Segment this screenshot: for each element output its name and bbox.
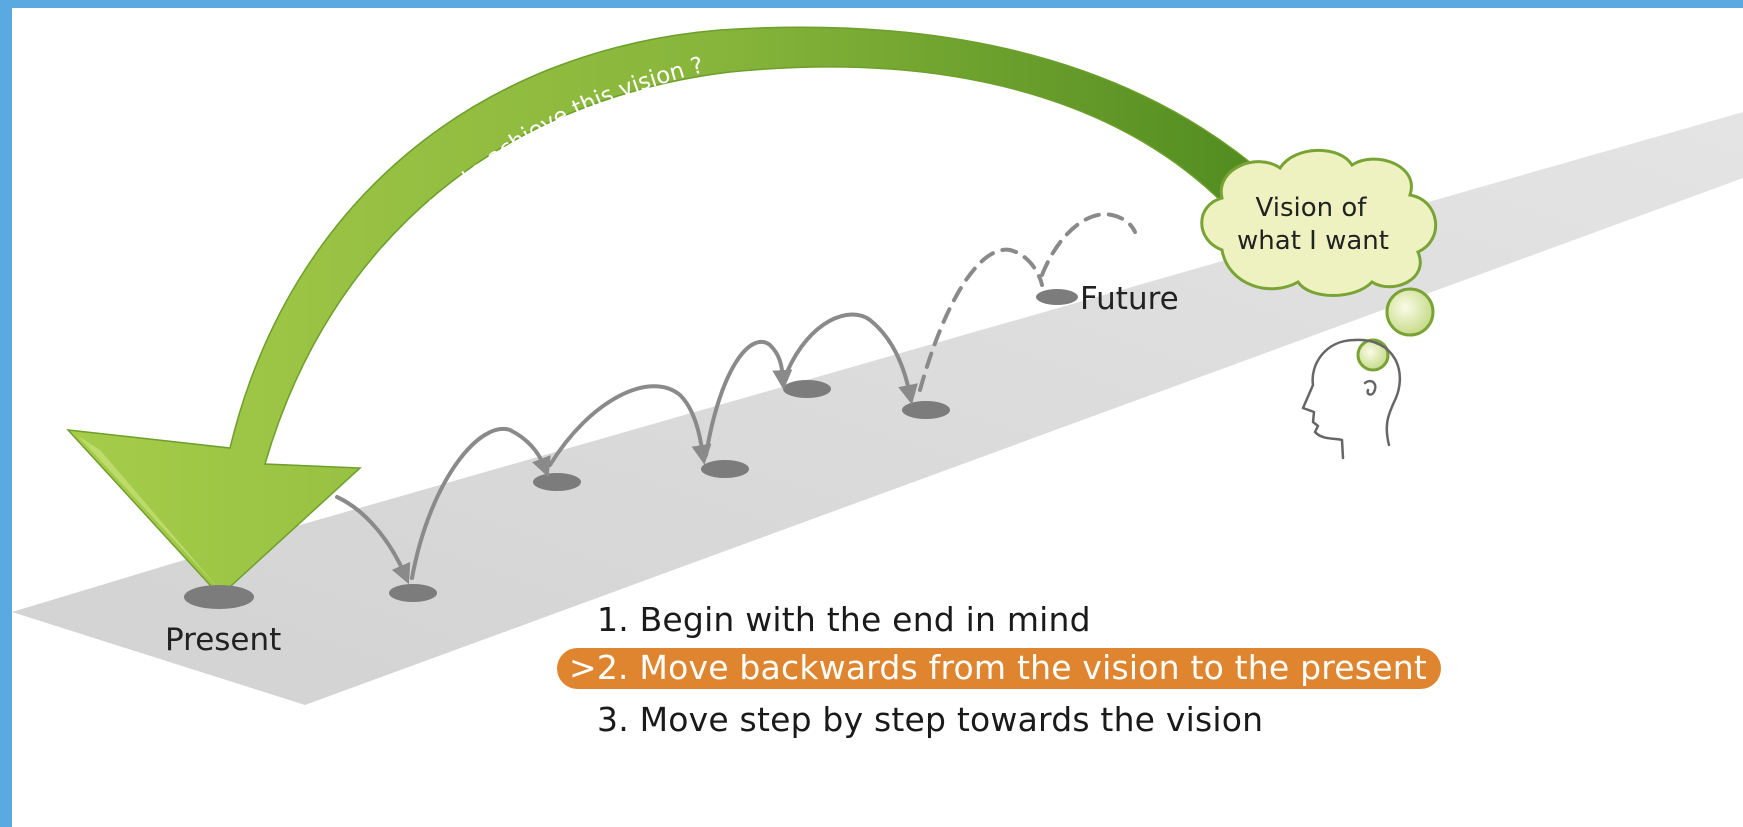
diagram-frame: What do I do today to achieve this visio…: [12, 8, 1743, 827]
vision-label-line2: what I want: [1237, 226, 1389, 256]
head-icon: [1301, 338, 1402, 460]
step-marker: [783, 380, 831, 398]
step-marker: [389, 584, 437, 602]
step-marker: [533, 473, 581, 491]
thought-bubble-small: [1356, 338, 1390, 372]
hop-arrow-dashed: [1040, 212, 1137, 277]
future-label: Future: [1080, 281, 1179, 317]
step-marker-present: [184, 585, 254, 609]
step-marker-future: [1036, 289, 1078, 305]
step-2-highlighted: >2. Move backwards from the vision to th…: [557, 648, 1441, 689]
hop-arrow: [548, 384, 712, 467]
vision-label-line1: Vision of: [1256, 193, 1368, 223]
hop-arrow: [704, 339, 793, 457]
backward-arrow: [66, 26, 1282, 598]
step-3: 3. Move step by step towards the vision: [597, 700, 1264, 739]
vision-cloud: [1200, 148, 1438, 297]
roadmap-diagram: What do I do today to achieve this visio…: [12, 26, 1743, 705]
hop-arrow: [410, 426, 551, 580]
step-marker: [701, 460, 749, 478]
hop-arrow-dashed: [918, 247, 1044, 392]
backward-arrow-highlight: [78, 436, 220, 590]
hop-arrow: [785, 312, 918, 405]
hop-arrow: [335, 495, 411, 585]
thought-bubble-large: [1385, 287, 1435, 337]
step-marker: [902, 401, 950, 419]
step-1: 1. Begin with the end in mind: [597, 600, 1091, 639]
present-label: Present: [165, 622, 281, 658]
